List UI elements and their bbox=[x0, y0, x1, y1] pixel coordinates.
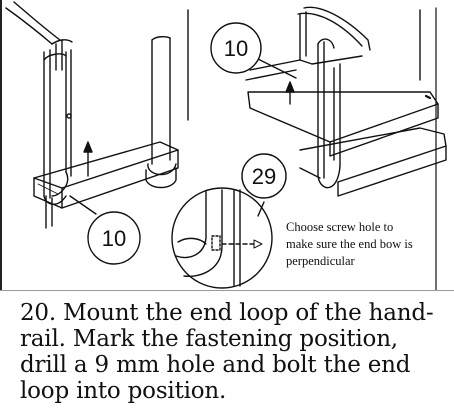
callout-29-label: 29 bbox=[252, 164, 276, 189]
section-divider bbox=[0, 290, 454, 291]
note-line-2: make sure the end bow is bbox=[286, 237, 413, 251]
assembly-illustration: 10 10 bbox=[5, 1, 447, 290]
callout-10-left: 10 bbox=[87, 211, 141, 265]
callout-10-right: 10 bbox=[210, 22, 262, 74]
callout-29: 29 bbox=[241, 153, 287, 199]
note-line-3: perpendicular bbox=[286, 254, 356, 268]
right-stair-drawing bbox=[245, 6, 447, 290]
detail-magnifier bbox=[171, 187, 273, 289]
screw-hole-note: Choose screw hole to make sure the end b… bbox=[286, 220, 413, 268]
note-line-1: Choose screw hole to bbox=[286, 220, 393, 234]
step-line-2: rail. Mark the fastening position, bbox=[20, 326, 398, 352]
callout-10-left-label: 10 bbox=[102, 226, 126, 251]
callout-10-right-label: 10 bbox=[224, 36, 248, 61]
left-stair-drawing bbox=[5, 1, 189, 229]
step-line-1: 20. Mount the end loop of the hand- bbox=[20, 300, 434, 326]
page-left-border bbox=[0, 0, 2, 290]
step-line-4: loop into position. bbox=[20, 378, 227, 404]
step-line-3: drill a 9 mm hole and bolt the end bbox=[20, 352, 411, 378]
step-20-instructions: 20. Mount the end loop of the hand- rail… bbox=[20, 300, 448, 404]
